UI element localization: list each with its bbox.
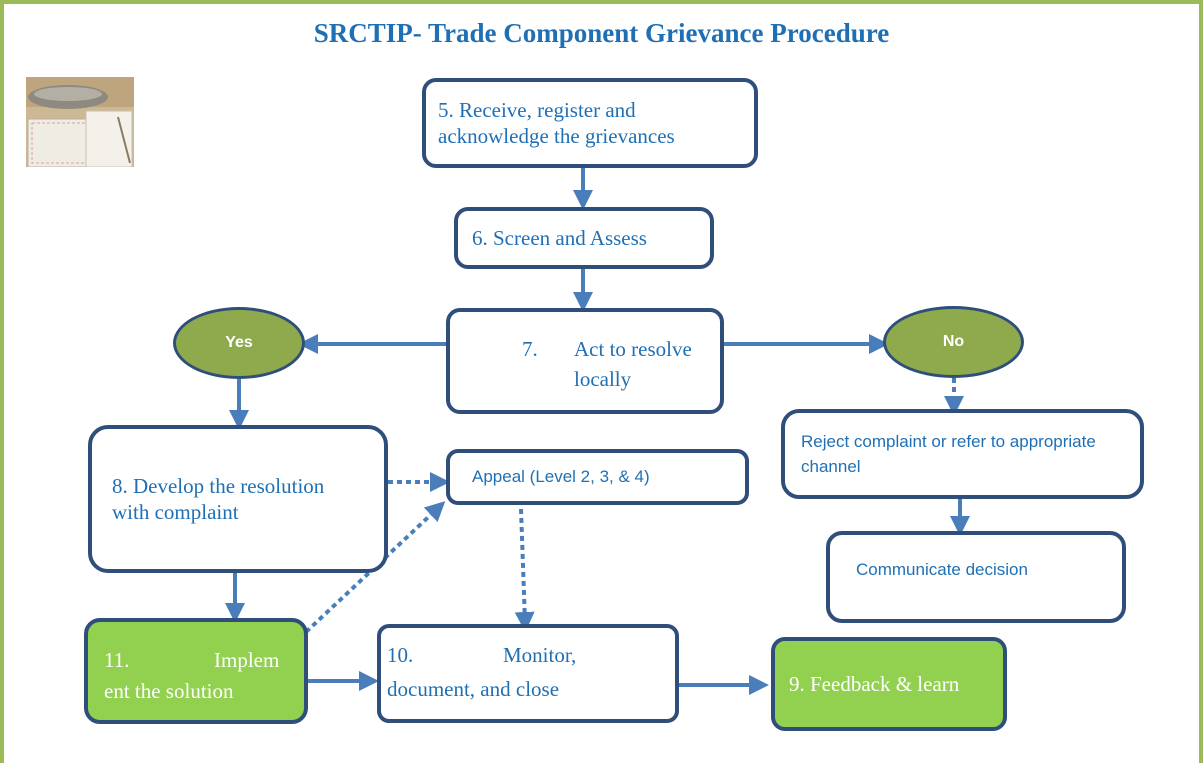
node-implement-solution: 11. Implem ent the solution	[84, 618, 308, 724]
node-implement-text: Implem	[214, 648, 280, 672]
decision-no-label: No	[942, 333, 965, 350]
node-reject-refer: Reject complaint or refer to appropriate…	[781, 409, 1144, 499]
decision-yes-label: Yes	[225, 334, 253, 351]
node-communicate-decision: Communicate decision	[826, 531, 1126, 623]
node-monitor-close: 10. Monitor, document, and close	[377, 624, 679, 723]
node-monitor-number: 10.	[387, 643, 414, 667]
node-receive-label: 5. Receive, register and acknowledge the…	[438, 97, 675, 148]
node-appeal-label: Appeal (Level 2, 3, & 4)	[472, 467, 650, 487]
node-implement-text-2: ent the solution	[104, 679, 234, 703]
node-screen-assess: 6. Screen and Assess	[454, 207, 714, 269]
node-appeal: Appeal (Level 2, 3, & 4)	[446, 449, 749, 505]
node-screen-label: 6. Screen and Assess	[472, 225, 647, 250]
node-receive-register: 5. Receive, register and acknowledge the…	[422, 78, 758, 168]
decision-no-oval: No	[883, 306, 1024, 378]
node-monitor-text-2: document, and close	[387, 677, 560, 701]
page-title: SRCTIP- Trade Component Grievance Proced…	[313, 18, 890, 48]
envelope-and-phone-photo	[26, 77, 134, 167]
node-communicate-label: Communicate decision	[856, 560, 1028, 579]
node-feedback-label: 9. Feedback & learn	[789, 671, 960, 696]
node-develop-resolution: 8. Develop the resolution with complaint	[88, 425, 388, 573]
node-reject-label: Reject complaint or refer to appropriate…	[801, 431, 1096, 477]
node-act-resolve: 7. Act to resolve locally	[446, 308, 724, 414]
decision-yes-oval: Yes	[173, 307, 305, 379]
node-act-text: Act to resolve	[574, 337, 692, 361]
node-develop-label: 8. Develop the resolution with complaint	[112, 473, 325, 524]
arrow-appeal-to-monitor	[514, 508, 535, 632]
node-act-number: 7.	[522, 337, 538, 361]
node-monitor-text: Monitor,	[503, 643, 577, 667]
photo-illustration	[26, 77, 134, 167]
node-act-text-2: locally	[574, 367, 632, 391]
node-implement-number: 11.	[104, 648, 130, 672]
node-feedback-learn: 9. Feedback & learn	[771, 637, 1007, 731]
